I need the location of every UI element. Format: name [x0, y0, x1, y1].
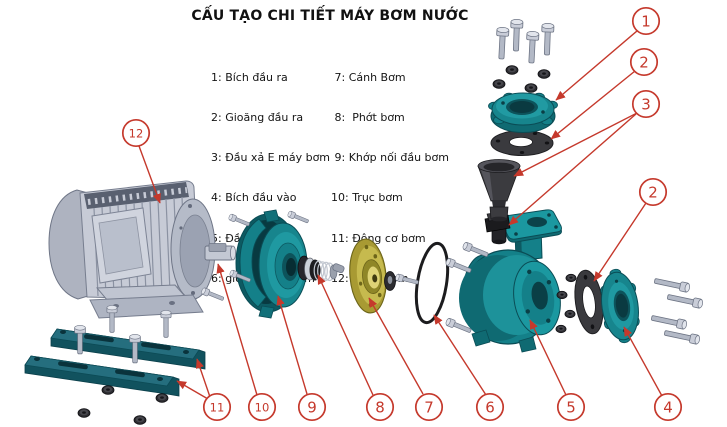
callout-badges: 1 2 3 2 12 11: [121, 6, 683, 422]
funnel-part: [477, 159, 521, 222]
svg-text:5: 5: [566, 399, 576, 417]
diagram-title: CẤU TẠO CHI TIẾT MÁY BƠM NƯỚC: [191, 8, 469, 24]
svg-text:4: 4: [663, 399, 673, 417]
legend-item-7: 7: Cánh Bơm: [331, 70, 406, 84]
motor-foot: [89, 284, 204, 319]
callout-1: 1: [631, 6, 661, 36]
callout-leaders: [138, 30, 663, 400]
legend-item-10: 10: Trục bơm: [331, 191, 403, 205]
base-rails-part: [24, 328, 206, 397]
callout-5: 5: [556, 392, 586, 422]
fasteners: [74, 18, 704, 425]
callout-7: 7: [414, 392, 444, 422]
motor-part: [48, 180, 236, 319]
coupling-bracket-part: [235, 209, 308, 319]
outlet-flange-part: [488, 92, 558, 133]
outlet-gasket-part: [490, 130, 554, 156]
legend-item-1: 1: Bích đầu ra: [211, 70, 288, 84]
svg-text:8: 8: [375, 399, 385, 417]
svg-text:2: 2: [648, 184, 658, 202]
legend-item-2: 2: Gioăng đầu ra: [211, 111, 304, 125]
front-flange: [513, 260, 561, 336]
callout-9: 9: [297, 392, 327, 422]
impeller-washer: [384, 271, 396, 291]
callout-6: 6: [475, 392, 505, 422]
motor-terminal-box: [91, 207, 152, 284]
callout-11: 11: [202, 392, 232, 422]
impeller-part: [349, 238, 387, 314]
legend-item-4: 4: Bích đầu vào: [211, 191, 297, 205]
svg-text:10: 10: [255, 401, 270, 415]
svg-text:2: 2: [639, 54, 649, 72]
callout-4: 4: [653, 392, 683, 422]
inlet-gasket-part: [574, 269, 604, 335]
callout-2-right: 2: [638, 177, 668, 207]
inlet-flange-part: [600, 268, 640, 344]
callout-8: 8: [365, 392, 395, 422]
motor-shaft: [204, 243, 236, 261]
svg-text:7: 7: [424, 399, 434, 417]
legend-item-3: 3: Đầu xả E máy bơm: [211, 151, 331, 165]
legend-item-8: 8: Phớt bơm: [331, 111, 405, 125]
legend-item-9: 9: Khớp nối đầu bơm: [331, 151, 449, 165]
svg-text:9: 9: [307, 399, 317, 417]
mechanical-seal-part: [297, 255, 338, 282]
callout-3: 3: [631, 89, 661, 119]
callout-12: 12: [121, 118, 151, 148]
pump-head-part: [459, 209, 562, 353]
svg-text:3: 3: [641, 96, 651, 114]
svg-text:12: 12: [129, 127, 144, 141]
svg-text:1: 1: [641, 13, 651, 31]
svg-text:6: 6: [485, 399, 495, 417]
callout-2-top: 2: [629, 47, 659, 77]
callout-10: 10: [247, 392, 277, 422]
svg-text:11: 11: [210, 401, 225, 415]
